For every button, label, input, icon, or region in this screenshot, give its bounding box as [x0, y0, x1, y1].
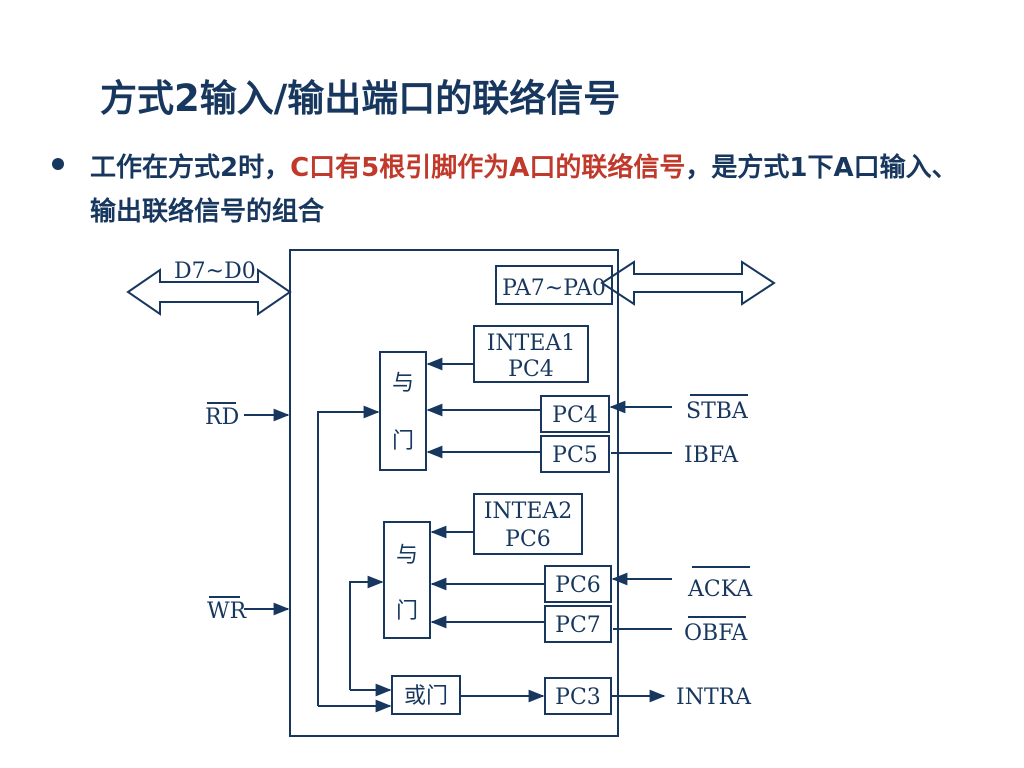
inte2-line2: PC6	[505, 527, 551, 552]
pin-pc4: PC4	[552, 403, 598, 428]
inte1-line2: PC4	[508, 357, 554, 382]
signal-stba: STBA	[686, 399, 749, 424]
port-a-box	[495, 265, 613, 305]
wr-internal-line	[349, 575, 384, 690]
port-a-label: PA7~PA0	[502, 276, 606, 301]
pin-pc7: PC7	[555, 613, 601, 638]
and-gate-2-char2: 门	[396, 599, 418, 624]
chip-outline	[289, 249, 619, 737]
signal-ibfa: IBFA	[684, 443, 739, 468]
pin-pc4-box	[540, 395, 610, 433]
bullet-part2: ，是方式1下A口输入、输出联络信号的组合	[90, 153, 958, 227]
inte2-box	[473, 493, 583, 555]
and-gate-1	[379, 351, 427, 471]
and-gate-1-char2: 门	[392, 429, 414, 454]
bullet-highlight: C口有5根引脚作为A口的联络信号	[290, 153, 686, 183]
bullet-text: 工作在方式2时，C口有5根引脚作为A口的联络信号，是方式1下A口输入、输出联络信…	[90, 146, 970, 234]
and-gate-2-char1: 与	[396, 543, 418, 568]
and-gate-1-char1: 与	[392, 371, 414, 396]
or-gate-label: 或门	[404, 684, 448, 709]
port-a-arrow	[600, 260, 776, 306]
pin-pc6: PC6	[555, 573, 601, 598]
inte2-line1: INTEA2	[484, 499, 573, 524]
inte1-box	[473, 325, 589, 383]
pin-pc3: PC3	[555, 685, 601, 710]
pin-pc5: PC5	[552, 443, 598, 468]
and-gate-2	[383, 521, 431, 639]
signal-wr: WR	[207, 599, 248, 624]
data-bus-arrow	[126, 268, 292, 316]
signal-rd: RD	[205, 405, 239, 430]
data-bus-label: D7~D0	[174, 259, 256, 284]
pin-pc7-box	[544, 605, 612, 643]
signal-intra: INTRA	[676, 685, 752, 710]
bullet-dot	[52, 158, 64, 170]
rd-internal-line	[317, 405, 380, 706]
bullet-part1: 工作在方式2时，	[90, 153, 291, 183]
signal-acka: ACKA	[687, 577, 753, 602]
inte1-line1: INTEA1	[487, 331, 576, 356]
pin-pc5-box	[540, 435, 610, 473]
slide-title: 方式2输入/输出端口的联络信号	[100, 77, 621, 120]
signal-obfa: OBFA	[684, 621, 749, 646]
